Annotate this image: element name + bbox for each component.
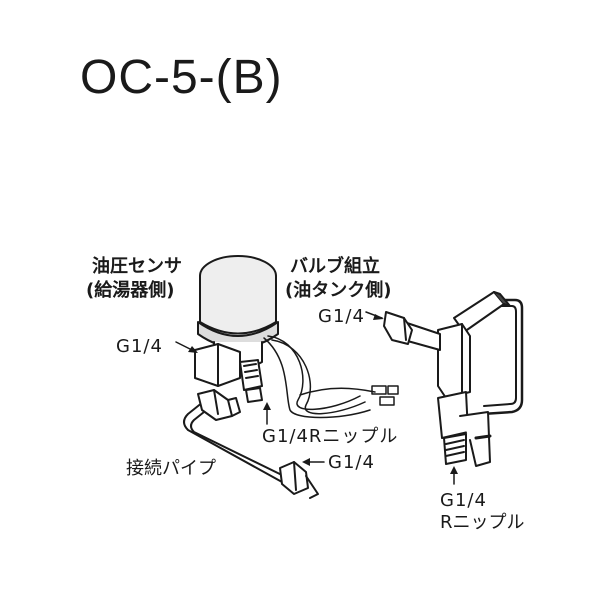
valve-nipple-thread-label: G1/4: [440, 490, 487, 511]
nipple-label: G1/4Rニップル: [262, 426, 399, 447]
sensor-wires: [263, 335, 399, 419]
connecting-pipe: [183, 389, 319, 499]
valve-name-label: バルブ組立: [290, 256, 380, 277]
sensor-name-label: 油圧センサ: [92, 256, 182, 277]
valve-thread-label: G1/4: [318, 306, 365, 327]
sensor-side-label: (給湯器側): [86, 280, 175, 301]
product-title: OC-5-(B): [80, 51, 283, 104]
oil-pressure-sensor: [194, 255, 279, 403]
pipe-thread-label: G1/4: [328, 452, 375, 473]
valve-nipple-type-label: Rニップル: [440, 512, 525, 533]
arrow-heads: [188, 314, 458, 474]
valve-side-label: (油タンク側): [285, 280, 392, 301]
valve-assembly: [383, 291, 524, 467]
sensor-thread-label: G1/4: [116, 336, 163, 357]
pipe-name-label: 接続パイプ: [126, 458, 216, 479]
